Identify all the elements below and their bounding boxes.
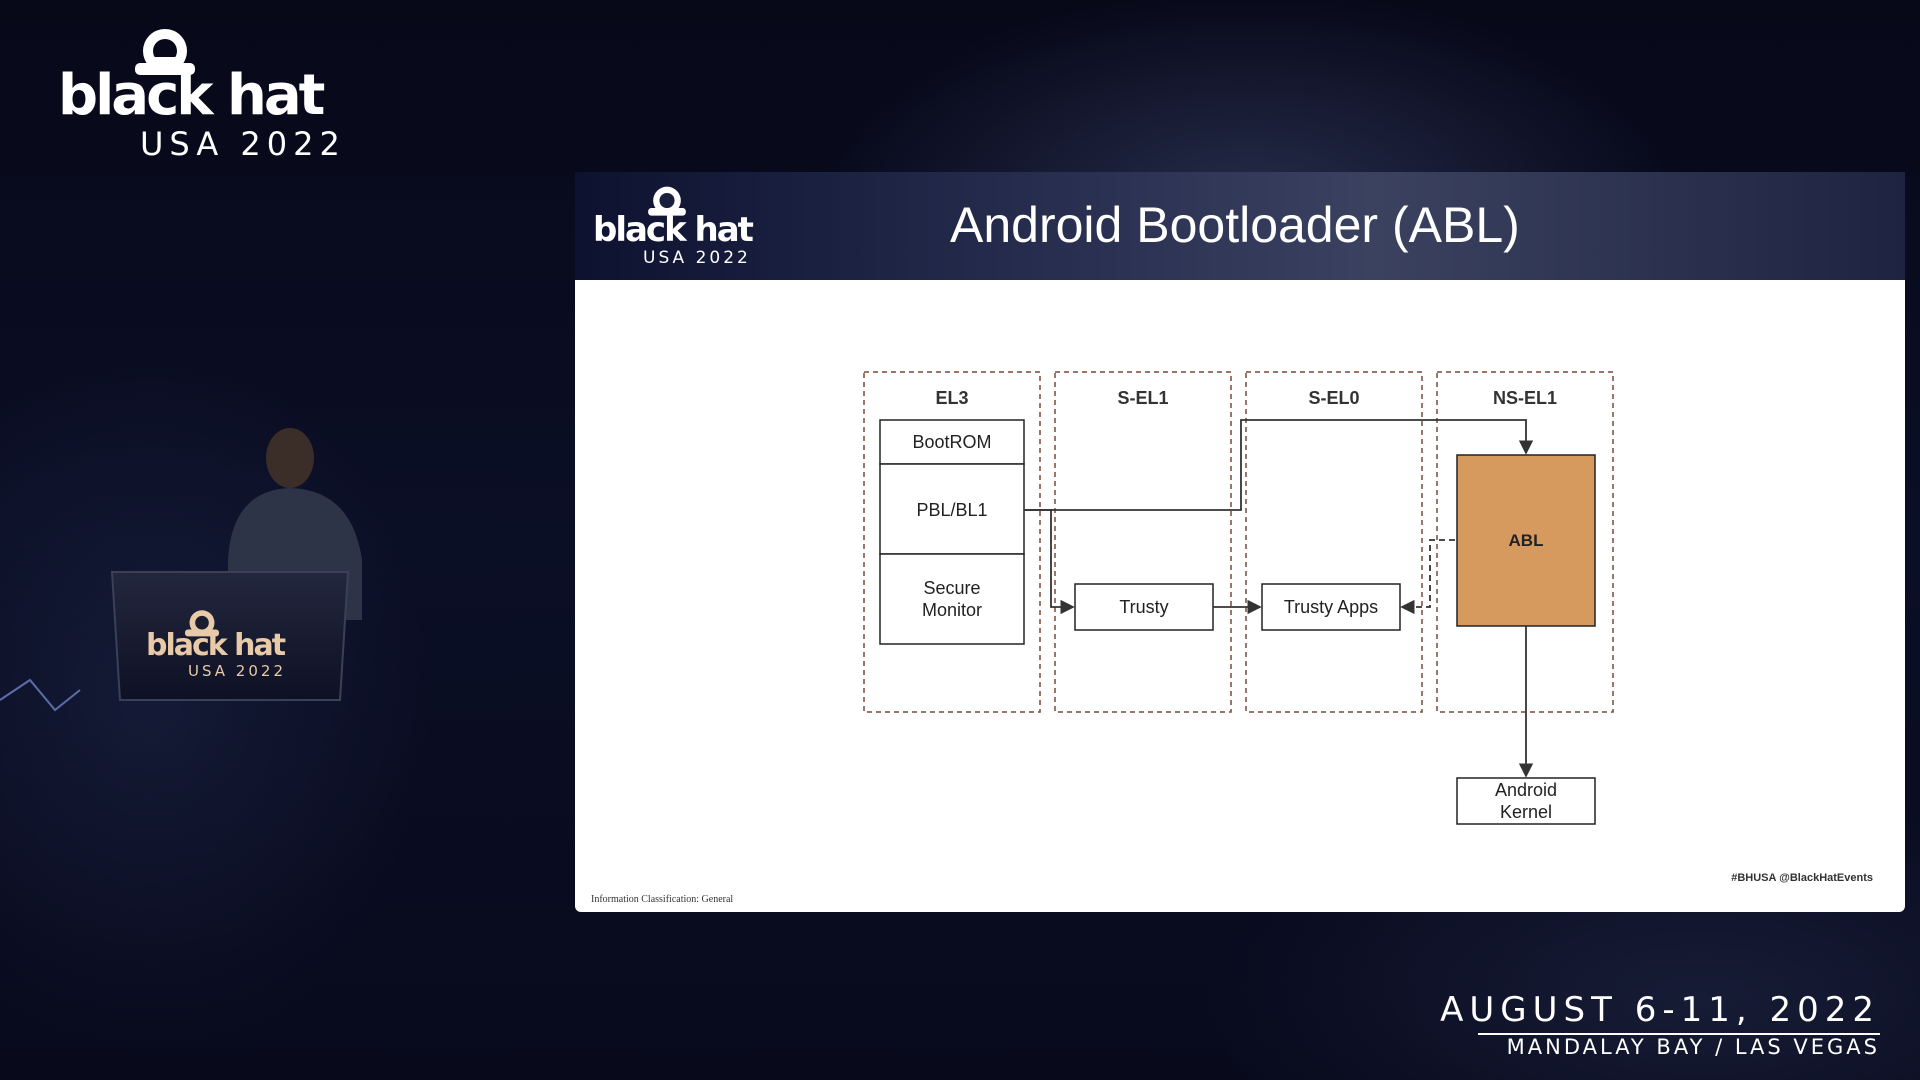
event-logo: black hat USA 2022 <box>58 25 398 163</box>
podium-hat-icon <box>185 610 219 637</box>
column-el3 <box>863 371 1041 713</box>
abl-label: ABL <box>1509 531 1544 550</box>
column-s-el0 <box>1245 371 1423 713</box>
secure-monitor-label-2: Monitor <box>922 600 982 620</box>
android-kernel-label-2: Kernel <box>1500 802 1552 822</box>
trusty-apps-label: Trusty Apps <box>1284 597 1378 617</box>
slide-title: Android Bootloader (ABL) <box>950 197 1520 253</box>
slide-body: EL3 S-EL1 S-EL0 NS-EL1 BootROM PBL/BL1 S… <box>575 280 1905 912</box>
classification-label: Information Classification: General <box>591 894 734 905</box>
trusty-label: Trusty <box>1119 597 1168 617</box>
speaker-illustration <box>0 428 362 712</box>
bootrom-box <box>879 419 1025 465</box>
boot-flow-diagram: EL3 S-EL1 S-EL0 NS-EL1 BootROM PBL/BL1 S… <box>863 371 1614 825</box>
column-header-s-el0: S-EL0 <box>1308 388 1359 408</box>
android-kernel-label-1: Android <box>1495 780 1557 800</box>
date-divider <box>1478 1033 1880 1035</box>
hat-logo-icon <box>135 29 195 75</box>
hashtags-label: #BHUSA @BlackHatEvents <box>1731 872 1873 884</box>
column-ns-el1 <box>1436 371 1614 713</box>
speaker-stage: black hat USA 2022 <box>0 360 560 720</box>
pbl-bl1-label: PBL/BL1 <box>916 500 987 520</box>
slide-header: black hat USA 2022 Android Bootloader (A… <box>575 172 1905 280</box>
podium-brand: black hat <box>146 628 286 663</box>
podium-logo: black hat USA 2022 <box>146 608 326 680</box>
event-venue: MANDALAY BAY / LAS VEGAS <box>1506 1035 1880 1059</box>
edition-label: USA 2022 <box>140 125 346 163</box>
bootrom-label: BootROM <box>912 432 991 452</box>
column-header-el3: EL3 <box>935 388 968 408</box>
secure-monitor-label-1: Secure <box>923 578 980 598</box>
presentation-slide: black hat USA 2022 Android Bootloader (A… <box>575 172 1905 912</box>
podium-edition: USA 2022 <box>188 662 286 680</box>
slide-brand: black hat <box>593 210 754 250</box>
pbl-bl1-box <box>879 463 1025 555</box>
secure-monitor-box <box>879 553 1025 645</box>
arrow-pbl-to-trusty <box>1024 509 1075 615</box>
column-s-el1 <box>1054 371 1232 713</box>
android-kernel-box <box>1456 777 1596 825</box>
arrow-pbl-to-abl <box>1024 419 1534 511</box>
column-header-s-el1: S-EL1 <box>1117 388 1168 408</box>
trusty-apps-box <box>1261 583 1401 631</box>
slide-logo: black hat USA 2022 <box>593 184 793 274</box>
arrow-abl-to-apps <box>1400 539 1455 615</box>
abl-box <box>1456 454 1596 627</box>
brand-wordmark: black hat <box>58 63 325 128</box>
event-dates: AUGUST 6-11, 2022 <box>1440 990 1880 1030</box>
slide-hat-icon <box>648 186 686 216</box>
slide-edition: USA 2022 <box>643 248 751 268</box>
column-header-ns-el1: NS-EL1 <box>1493 388 1557 408</box>
